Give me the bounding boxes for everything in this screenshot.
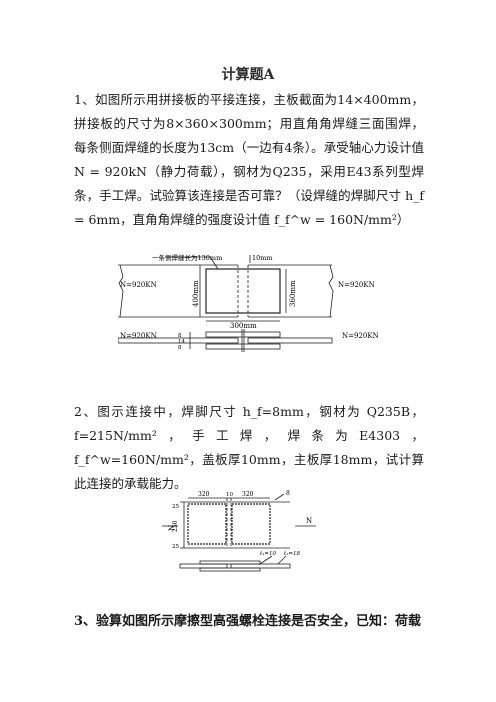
dim-25-top: 25 — [172, 504, 179, 510]
figure-2-cover-plate: 320 10 320 8 25 250 25 N N t₁=10 t₂=18 — [162, 490, 316, 572]
page-title: 计算题A — [221, 67, 275, 83]
gap-dimension: 10mm — [252, 254, 273, 262]
splice-plate-width: 360mm — [289, 280, 297, 307]
right-force-label: N=920KN — [338, 281, 375, 289]
dim-left-320: 320 — [198, 491, 210, 498]
section-left-force: N=920KN — [120, 332, 157, 340]
dim-gap-10: 10 — [226, 492, 233, 498]
main-plate-width: 400mm — [192, 280, 200, 307]
dim-25-bottom: 25 — [172, 544, 179, 550]
dim-right-320: 320 — [242, 491, 254, 498]
main-thickness-label: t₂=18 — [284, 551, 301, 557]
left-force-label: N=920KN — [120, 281, 157, 289]
dim-250: 250 — [172, 520, 179, 532]
problem-1-text: 1、如图所示用拼接板的平接连接，主板截面为14×400mm，拼接板的尺寸为8×3… — [74, 92, 424, 227]
weld-length-note: 一条侧焊缝长为130mm — [152, 253, 222, 262]
weld-size-label: 8 — [286, 490, 290, 497]
left-n-label: N — [168, 525, 176, 531]
problem-3-text: 3、验算如图所示摩擦型高强螺栓连接是否安全，已知：荷载 — [74, 614, 422, 629]
section-right-force: N=920KN — [342, 332, 378, 340]
cover-thickness-label: t₁=10 — [260, 551, 277, 557]
figure-1-splice-plate: 一条侧焊缝长为130mm 10mm N=920KN N=920KN 400mm … — [118, 253, 378, 352]
problem-2-text: 2、图示连接中，焊脚尺寸 h_f=8mm，钢材为 Q235B，f=215N/mm… — [74, 404, 424, 491]
dim-8-bottom: 8 — [178, 345, 182, 351]
dim-8-top: 8 — [178, 333, 182, 339]
right-n-label: N — [306, 517, 312, 525]
dim-14: 14 — [178, 339, 185, 345]
splice-plate-length: 300mm — [230, 322, 257, 330]
